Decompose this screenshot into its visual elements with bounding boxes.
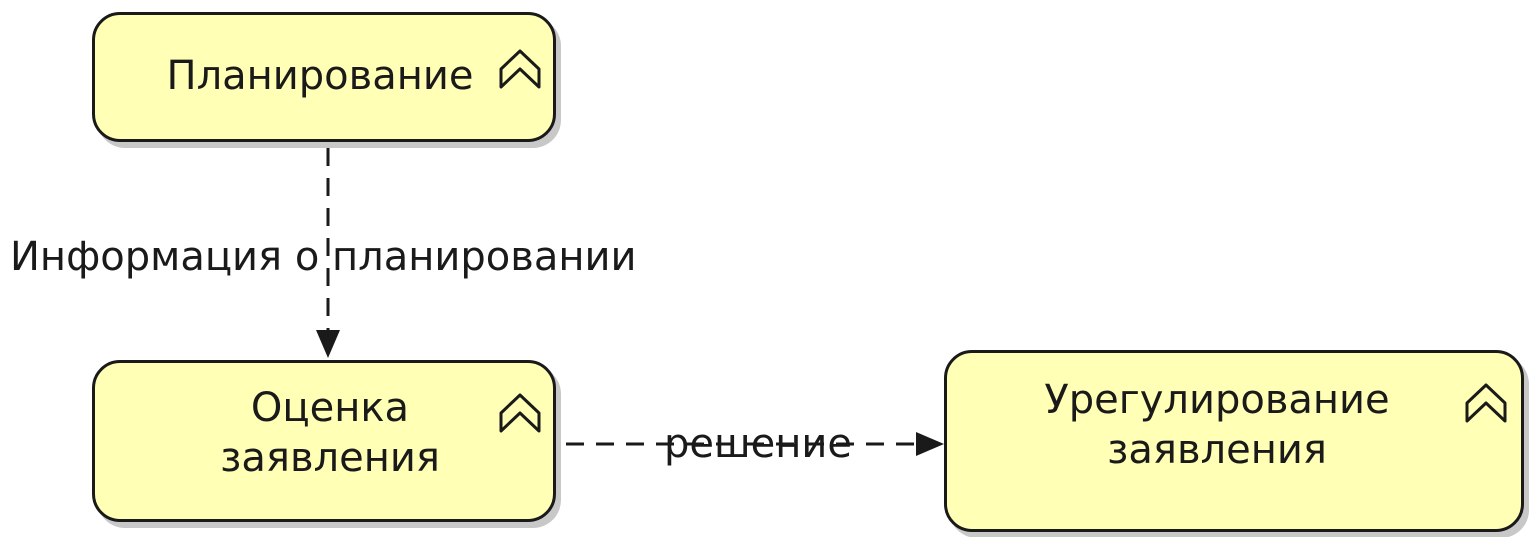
node-label-claim-assessment: Оценка заявления [220, 385, 440, 481]
edge-planning-to-assessment[interactable] [316, 148, 340, 358]
arrowhead-right [916, 432, 944, 456]
edge-assessment-to-settlement[interactable] [566, 432, 944, 456]
node-label-claim-settlement: Урегулирование заявления [1044, 377, 1390, 473]
node-label-planning: Планирование [166, 53, 474, 99]
edge-label-decision: решение [664, 421, 852, 467]
process-node-planning[interactable]: Планирование [92, 12, 556, 142]
process-chevron-icon [499, 393, 541, 433]
process-node-claim-assessment[interactable]: Оценка заявления [92, 360, 556, 522]
arrowhead-down [316, 330, 340, 358]
edge-label-planning-info: Информация о планировании [10, 234, 637, 280]
process-node-claim-settlement[interactable]: Урегулирование заявления [944, 350, 1524, 532]
process-chevron-icon [499, 49, 541, 89]
process-chevron-icon [1465, 383, 1507, 423]
